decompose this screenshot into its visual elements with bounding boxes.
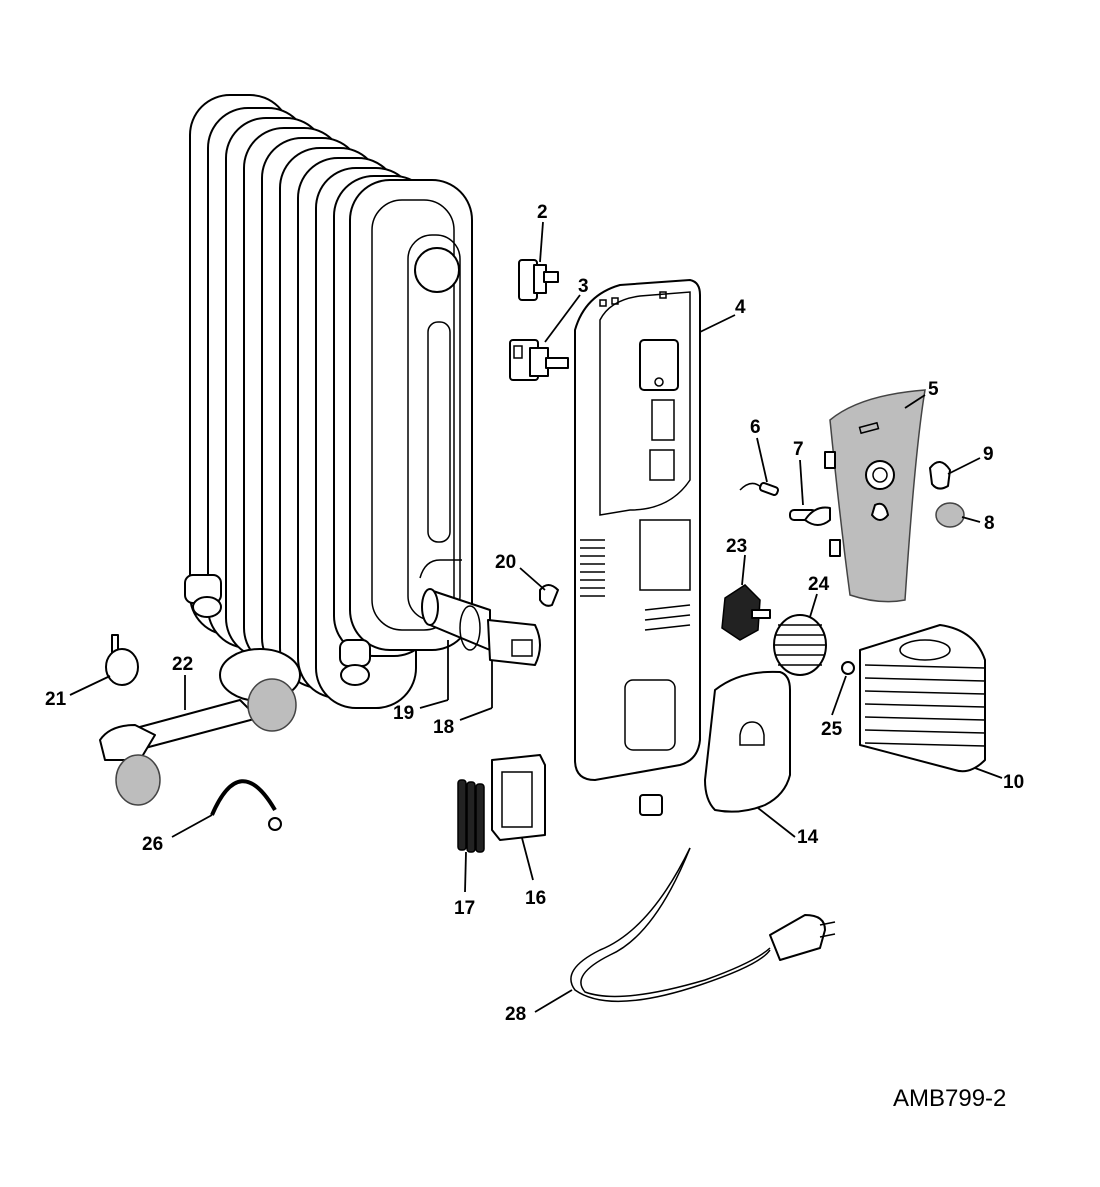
- part-5-front-cover: [824, 389, 926, 603]
- label-part-20: 20: [495, 552, 516, 573]
- label-part-8: 8: [984, 513, 995, 534]
- part-labels: 2 3 4 5 6 7 8 9 10 14 16 17 18 19 20 21 …: [45, 202, 1024, 1025]
- label-part-21: 21: [45, 689, 67, 710]
- label-part-23: 23: [726, 536, 747, 557]
- label-part-6: 6: [750, 417, 761, 438]
- label-part-26: 26: [142, 834, 163, 855]
- label-part-3: 3: [578, 276, 589, 297]
- part-28-power-cord: [570, 847, 836, 1003]
- part-2-switch: [518, 259, 559, 301]
- part-24-fan-wheel: [773, 614, 827, 676]
- label-part-16: 16: [525, 888, 546, 909]
- part-22-foot-bracket: [99, 648, 301, 806]
- label-part-22: 22: [172, 654, 193, 675]
- part-4-control-housing: [574, 279, 701, 781]
- part-6-sensor: [739, 482, 779, 496]
- radiator-body: [184, 94, 473, 709]
- part-18-heating-element: [421, 588, 541, 666]
- part-3-thermostat: [509, 339, 569, 381]
- part-8-knob-cap: [935, 502, 965, 528]
- part-26-wire-clip: [210, 779, 282, 831]
- part-14-cover-plate: [639, 670, 791, 816]
- label-part-17: 17: [454, 898, 475, 919]
- leader-lines: [69, 221, 1003, 1013]
- label-part-28: 28: [505, 1004, 526, 1025]
- part-25-nut: [841, 661, 855, 675]
- label-part-18: 18: [433, 717, 454, 738]
- label-part-24: 24: [808, 574, 830, 595]
- part-7-shaft: [789, 506, 831, 526]
- part-9-knob: [929, 461, 951, 490]
- drawing-code: AMB799-2: [893, 1085, 1007, 1112]
- part-23-motor: [721, 584, 771, 641]
- label-part-4: 4: [735, 297, 746, 318]
- label-part-25: 25: [821, 719, 843, 740]
- label-part-7: 7: [793, 439, 804, 460]
- label-part-5: 5: [928, 379, 939, 400]
- label-part-19: 19: [393, 703, 414, 724]
- part-17-coil: [457, 779, 485, 853]
- label-part-14: 14: [797, 827, 819, 848]
- part-16-box: [491, 754, 546, 841]
- part-10-grille: [859, 624, 986, 773]
- label-part-10: 10: [1003, 772, 1024, 793]
- label-part-2: 2: [537, 202, 548, 223]
- part-21-caster: [105, 634, 139, 686]
- label-part-9: 9: [983, 444, 994, 465]
